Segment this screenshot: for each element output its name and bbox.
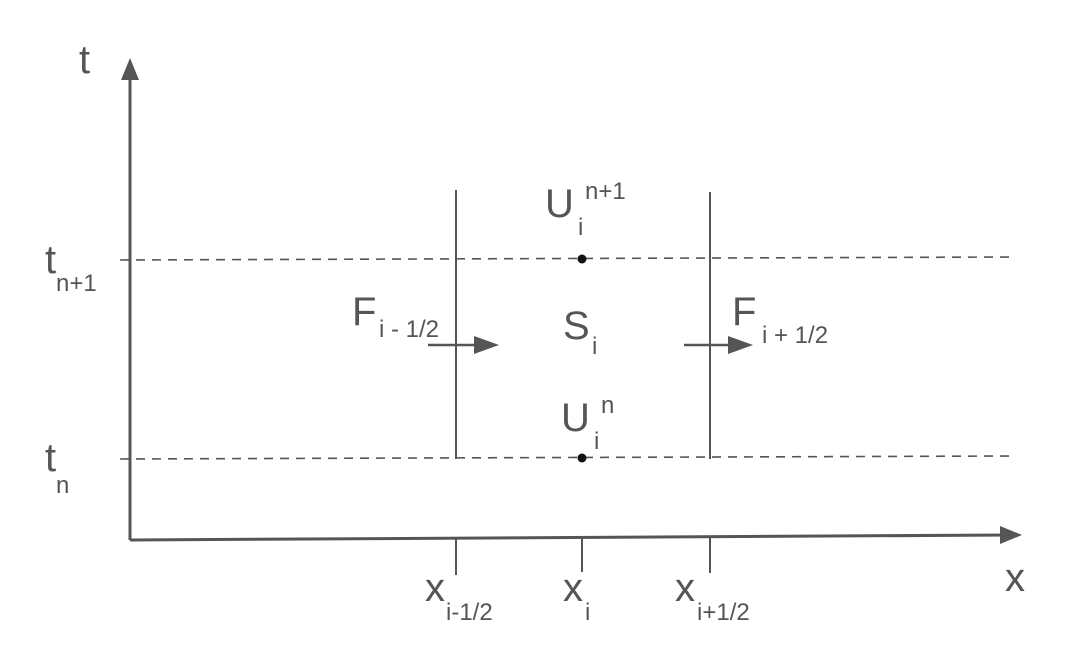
- u-upper-sub: i: [578, 214, 584, 241]
- x-tick-center-main: x: [563, 566, 583, 610]
- u-upper-sup: n+1: [585, 178, 626, 205]
- u-lower-sub: i: [594, 428, 600, 455]
- time-level-lower-sub: n: [56, 472, 70, 499]
- source-main: S: [563, 304, 590, 348]
- flux-right-arrowhead: [728, 336, 753, 354]
- flux-right-sub: i + 1/2: [762, 322, 829, 349]
- x-tick-right-main: x: [675, 566, 695, 610]
- u-lower-sup: n: [601, 392, 615, 419]
- time-level-upper-main: t: [45, 238, 57, 282]
- time-level-upper-line: [119, 256, 1016, 261]
- x-tick-right-sub: i+1/2: [697, 599, 750, 626]
- time-level-upper-sub: n+1: [56, 270, 97, 297]
- x-tick-center-sub: i: [585, 599, 591, 626]
- flux-right-main: F: [732, 290, 757, 334]
- u-upper-main: U: [545, 182, 574, 226]
- x-axis-label: x: [1005, 556, 1025, 600]
- flux-left-arrowhead: [474, 336, 499, 354]
- x-tick-left-sub: i-1/2: [446, 599, 493, 626]
- t-axis-label: t: [79, 38, 91, 82]
- flux-left-sub: i - 1/2: [379, 316, 440, 343]
- point-u-lower: [577, 453, 587, 463]
- x-axis: [129, 533, 1011, 542]
- x-tick-left-main: x: [425, 566, 445, 610]
- u-lower-main: U: [561, 396, 590, 440]
- source-sub: i: [592, 333, 598, 360]
- x-axis-arrowhead: [1000, 526, 1022, 544]
- t-axis-arrowhead: [121, 58, 139, 80]
- time-level-lower-line: [119, 455, 1016, 460]
- point-u-upper: [577, 254, 587, 264]
- time-level-lower-main: t: [45, 436, 57, 480]
- flux-left-main: F: [352, 290, 377, 334]
